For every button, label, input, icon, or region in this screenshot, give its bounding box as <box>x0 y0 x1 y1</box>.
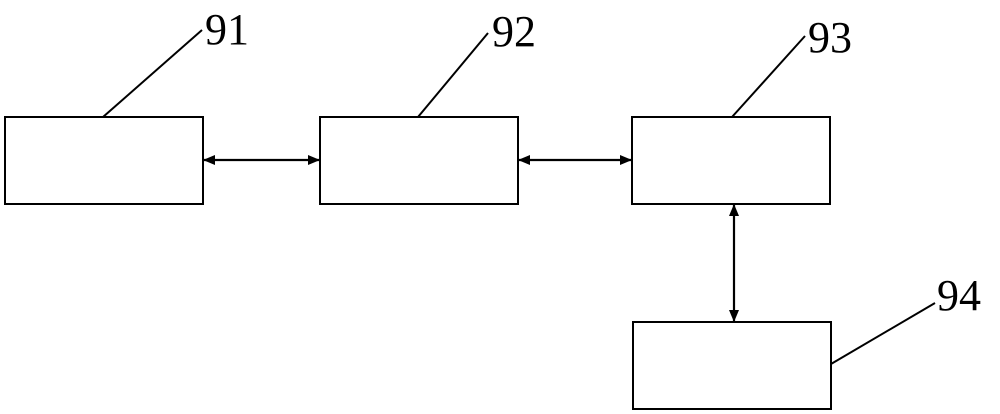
block-92-leader-line <box>418 33 488 117</box>
block-92: 92 <box>320 7 536 204</box>
block-93-box <box>632 117 830 204</box>
block-93-label: 93 <box>808 13 852 62</box>
block-94-label: 94 <box>937 271 981 320</box>
block-93-leader-line <box>732 36 805 117</box>
block-93: 93 <box>632 13 852 204</box>
block-91-label: 91 <box>205 5 249 54</box>
block-94-box <box>633 322 831 409</box>
block-91-box <box>5 117 203 204</box>
block-91-leader-line <box>103 30 202 117</box>
block-92-box <box>320 117 518 204</box>
block-94-leader-line <box>831 303 935 364</box>
block-91: 91 <box>5 5 249 204</box>
block-94: 94 <box>633 271 981 409</box>
block-92-label: 92 <box>492 7 536 56</box>
